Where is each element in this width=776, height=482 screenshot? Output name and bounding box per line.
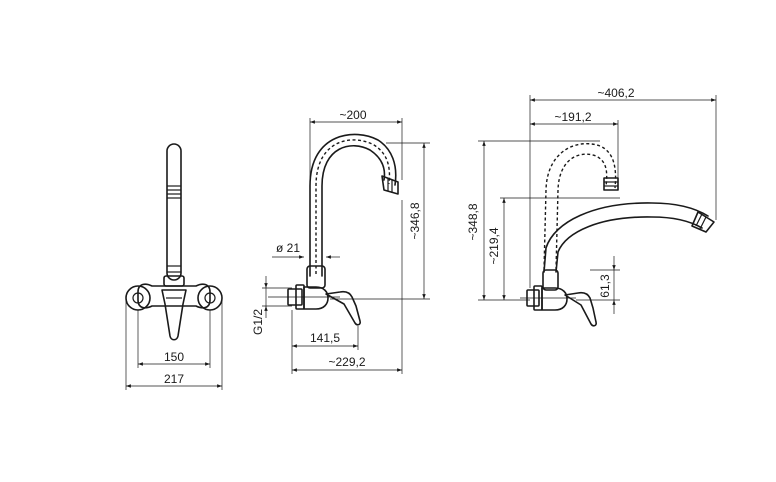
dim-spout-reach: ~200 [339,108,366,122]
side-dimensions [262,118,430,374]
dim-pipe-diameter: ø 21 [276,241,300,255]
short-spout-dashed [543,142,619,271]
options-dimensions [478,95,717,314]
dim-connection-thread: G1/2 [251,309,265,335]
dim-eccentric-spacing: 150 [164,350,184,364]
dim-overall-width: 217 [164,372,184,386]
dim-outlet-distance: 141,5 [310,331,340,345]
dim-long-spout-height: ~219,4 [487,227,501,264]
dim-spout-height: ~346,8 [408,202,422,239]
mixer-body-front [125,283,223,311]
dim-short-spout-height: ~348,8 [466,203,480,240]
dim-short-spout-reach: ~191,2 [554,110,591,124]
dim-long-spout-reach: ~406,2 [597,86,634,100]
long-spout [542,202,715,291]
side-view-options: ~406,2 ~191,2 ~348,8 ~219,4 61,3 [466,86,717,327]
front-view: 150 217 [125,143,223,390]
gooseneck-spout [306,133,399,289]
mixer-body-options [520,285,576,311]
lever-options [564,291,597,327]
dim-total-depth: ~229,2 [328,355,365,369]
spout-front [163,143,185,287]
front-dimensions [125,300,223,390]
mixer-body-side [268,284,340,310]
lever-front [161,289,187,341]
side-view-swivel: ~200 ~346,8 ø 21 G1/2 141,5 ~229,2 [251,108,430,374]
dim-body-height: 61,3 [598,274,612,298]
lever-side [325,290,361,326]
